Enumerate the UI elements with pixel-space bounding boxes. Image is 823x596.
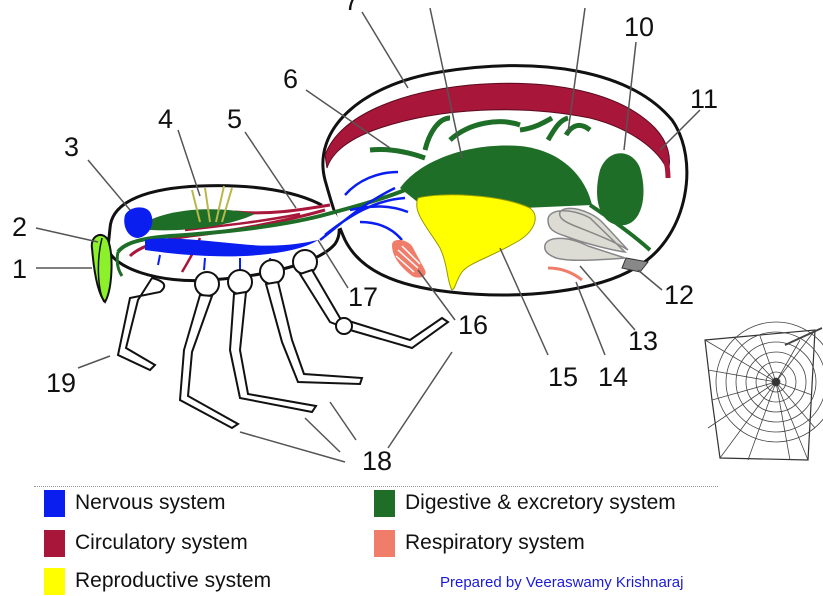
label-17: 17: [348, 282, 378, 312]
label-15: 15: [548, 362, 578, 392]
label-12: 12: [664, 280, 694, 310]
label-7: 7: [344, 0, 359, 16]
legend-item-nervous: Nervous system: [44, 488, 226, 518]
label-1: 1: [12, 254, 27, 284]
coxa-4: [293, 250, 317, 274]
label-18: 18: [362, 446, 392, 476]
label-2: 2: [12, 212, 27, 242]
spider-web-icon: [705, 322, 823, 460]
credit-text: Prepared by Veeraswamy Krishnaraj: [440, 574, 683, 591]
swatch-nervous: [44, 490, 65, 517]
swatch-respiratory: [374, 530, 395, 557]
label-3: 3: [64, 132, 79, 162]
label-11: 11: [690, 84, 718, 114]
leg-joint: [336, 318, 352, 334]
label-4: 4: [158, 104, 173, 134]
coxa-1: [195, 272, 219, 296]
label-6: 6: [283, 64, 298, 94]
legend-item-digestive: Digestive & excretory system: [374, 488, 676, 518]
coxa-3: [260, 260, 284, 284]
chelicera: [92, 235, 112, 302]
label-13: 13: [628, 326, 658, 356]
leg-1: [180, 295, 238, 428]
legend-item-respiratory: Respiratory system: [374, 528, 585, 558]
label-5: 5: [227, 104, 242, 134]
legend-label-digestive: Digestive & excretory system: [405, 491, 676, 515]
label-10: 10: [624, 12, 654, 42]
legend-item-circulatory: Circulatory system: [44, 528, 248, 558]
label-16: 16: [458, 310, 488, 340]
legend-label-reproductive: Reproductive system: [75, 569, 271, 593]
swatch-circulatory: [44, 530, 65, 557]
label-19: 19: [46, 368, 76, 398]
swatch-digestive: [374, 490, 395, 517]
legend-label-circulatory: Circulatory system: [75, 531, 248, 555]
pedipalp: [118, 278, 164, 370]
legend-item-reproductive: Reproductive system: [44, 566, 271, 596]
swatch-reproductive: [44, 568, 65, 595]
legend-label-nervous: Nervous system: [75, 491, 226, 515]
label-14: 14: [598, 362, 628, 392]
legend-label-respiratory: Respiratory system: [405, 531, 585, 555]
coxa-2: [228, 270, 252, 294]
